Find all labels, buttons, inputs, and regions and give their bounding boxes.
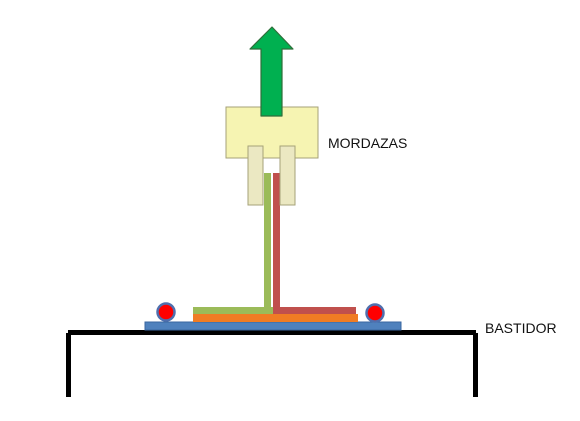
jaw-finger-right	[279, 145, 296, 206]
roller-icon	[365, 303, 385, 323]
green-strip-bonded	[193, 307, 273, 315]
base-plate	[144, 321, 402, 331]
roller-icon	[156, 302, 176, 322]
jaw-finger-left	[247, 145, 264, 206]
frame-right-leg	[473, 333, 478, 397]
red-strip-peeled	[273, 173, 280, 313]
frame-left-leg	[66, 333, 71, 397]
frame-label: BASTIDOR	[485, 320, 557, 336]
jaws-label: MORDAZAS	[328, 135, 408, 151]
green-strip-peeled	[264, 173, 271, 313]
frame	[66, 330, 478, 397]
orange-layer	[193, 314, 358, 322]
jaws	[225, 106, 319, 206]
frame-top-bar	[68, 330, 476, 335]
up-arrow-icon	[249, 26, 294, 117]
